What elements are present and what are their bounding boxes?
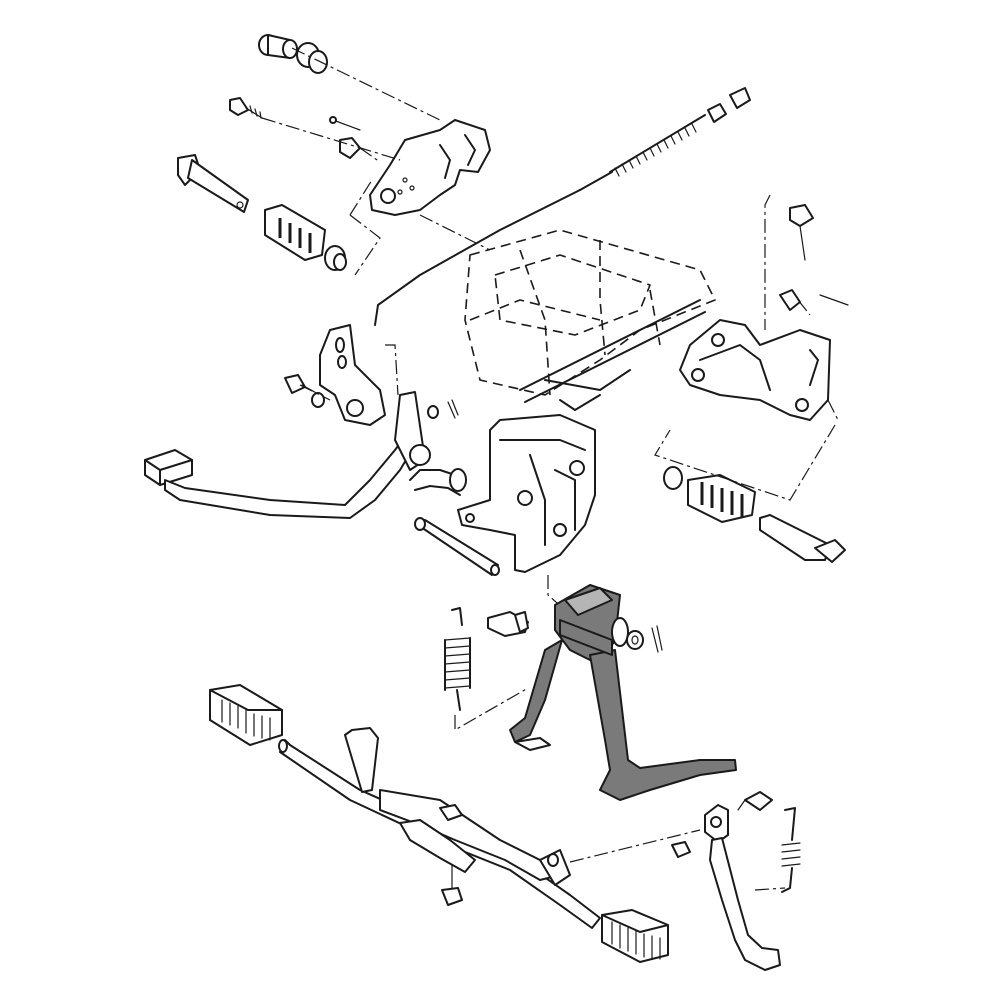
center-stand-washer: [626, 625, 663, 653]
brake-rod-nut: [707, 87, 751, 123]
left-footrest-washer: [324, 245, 347, 271]
left-footrest-pin: [177, 154, 249, 213]
right-footrest-rubber: [687, 474, 756, 523]
pillion-footrest-right: [601, 909, 669, 963]
right-footrest-bracket: [679, 319, 831, 421]
right-footrest-pin: [759, 514, 846, 563]
left-footrest-bracket: [369, 119, 491, 216]
pillion-footrest-left: [209, 684, 283, 746]
side-stand-spring: [781, 807, 801, 893]
center-stand-spring: [444, 607, 529, 732]
side-stand-bolt: [737, 791, 773, 811]
left-clevis-pin: [329, 116, 361, 159]
brake-pedal-bolt: [284, 374, 325, 408]
pedal-cotter-pin: [427, 399, 459, 419]
brake-pedal-arm: [164, 391, 431, 519]
brake-pedal-spring: [409, 468, 467, 496]
frame-outline: [464, 229, 716, 396]
brake-pedal-bracket: [319, 324, 386, 426]
right-footrest-washer: [663, 466, 683, 490]
center-stand-mount: [457, 414, 596, 573]
left-bushing-top: [258, 34, 298, 59]
right-clevis-pin: [779, 289, 849, 311]
left-footrest-rubber: [264, 204, 326, 261]
leader-lines-upper-left: [261, 47, 491, 276]
left-collar: [296, 42, 328, 74]
leader-lines-side-stand: [569, 829, 786, 891]
brake-pedal-pad: [144, 449, 193, 486]
side-rail-bolt: [441, 864, 463, 906]
leader-lines-pedal: [299, 344, 399, 401]
center-stand-pivot-shaft: [414, 517, 500, 576]
brake-rod-spring: [609, 114, 706, 177]
side-stand-nut: [671, 841, 691, 858]
center-stand: [509, 584, 737, 801]
brake-rod: [374, 171, 613, 326]
leader-lines-right: [654, 194, 839, 501]
right-footrest-bolt: [789, 204, 814, 261]
side-stand: [704, 804, 781, 971]
left-bolt-upper: [229, 97, 263, 119]
frame-tubes: [519, 299, 706, 411]
side-rail-bracket: [344, 727, 571, 886]
center-stand-bolt: [487, 611, 529, 637]
